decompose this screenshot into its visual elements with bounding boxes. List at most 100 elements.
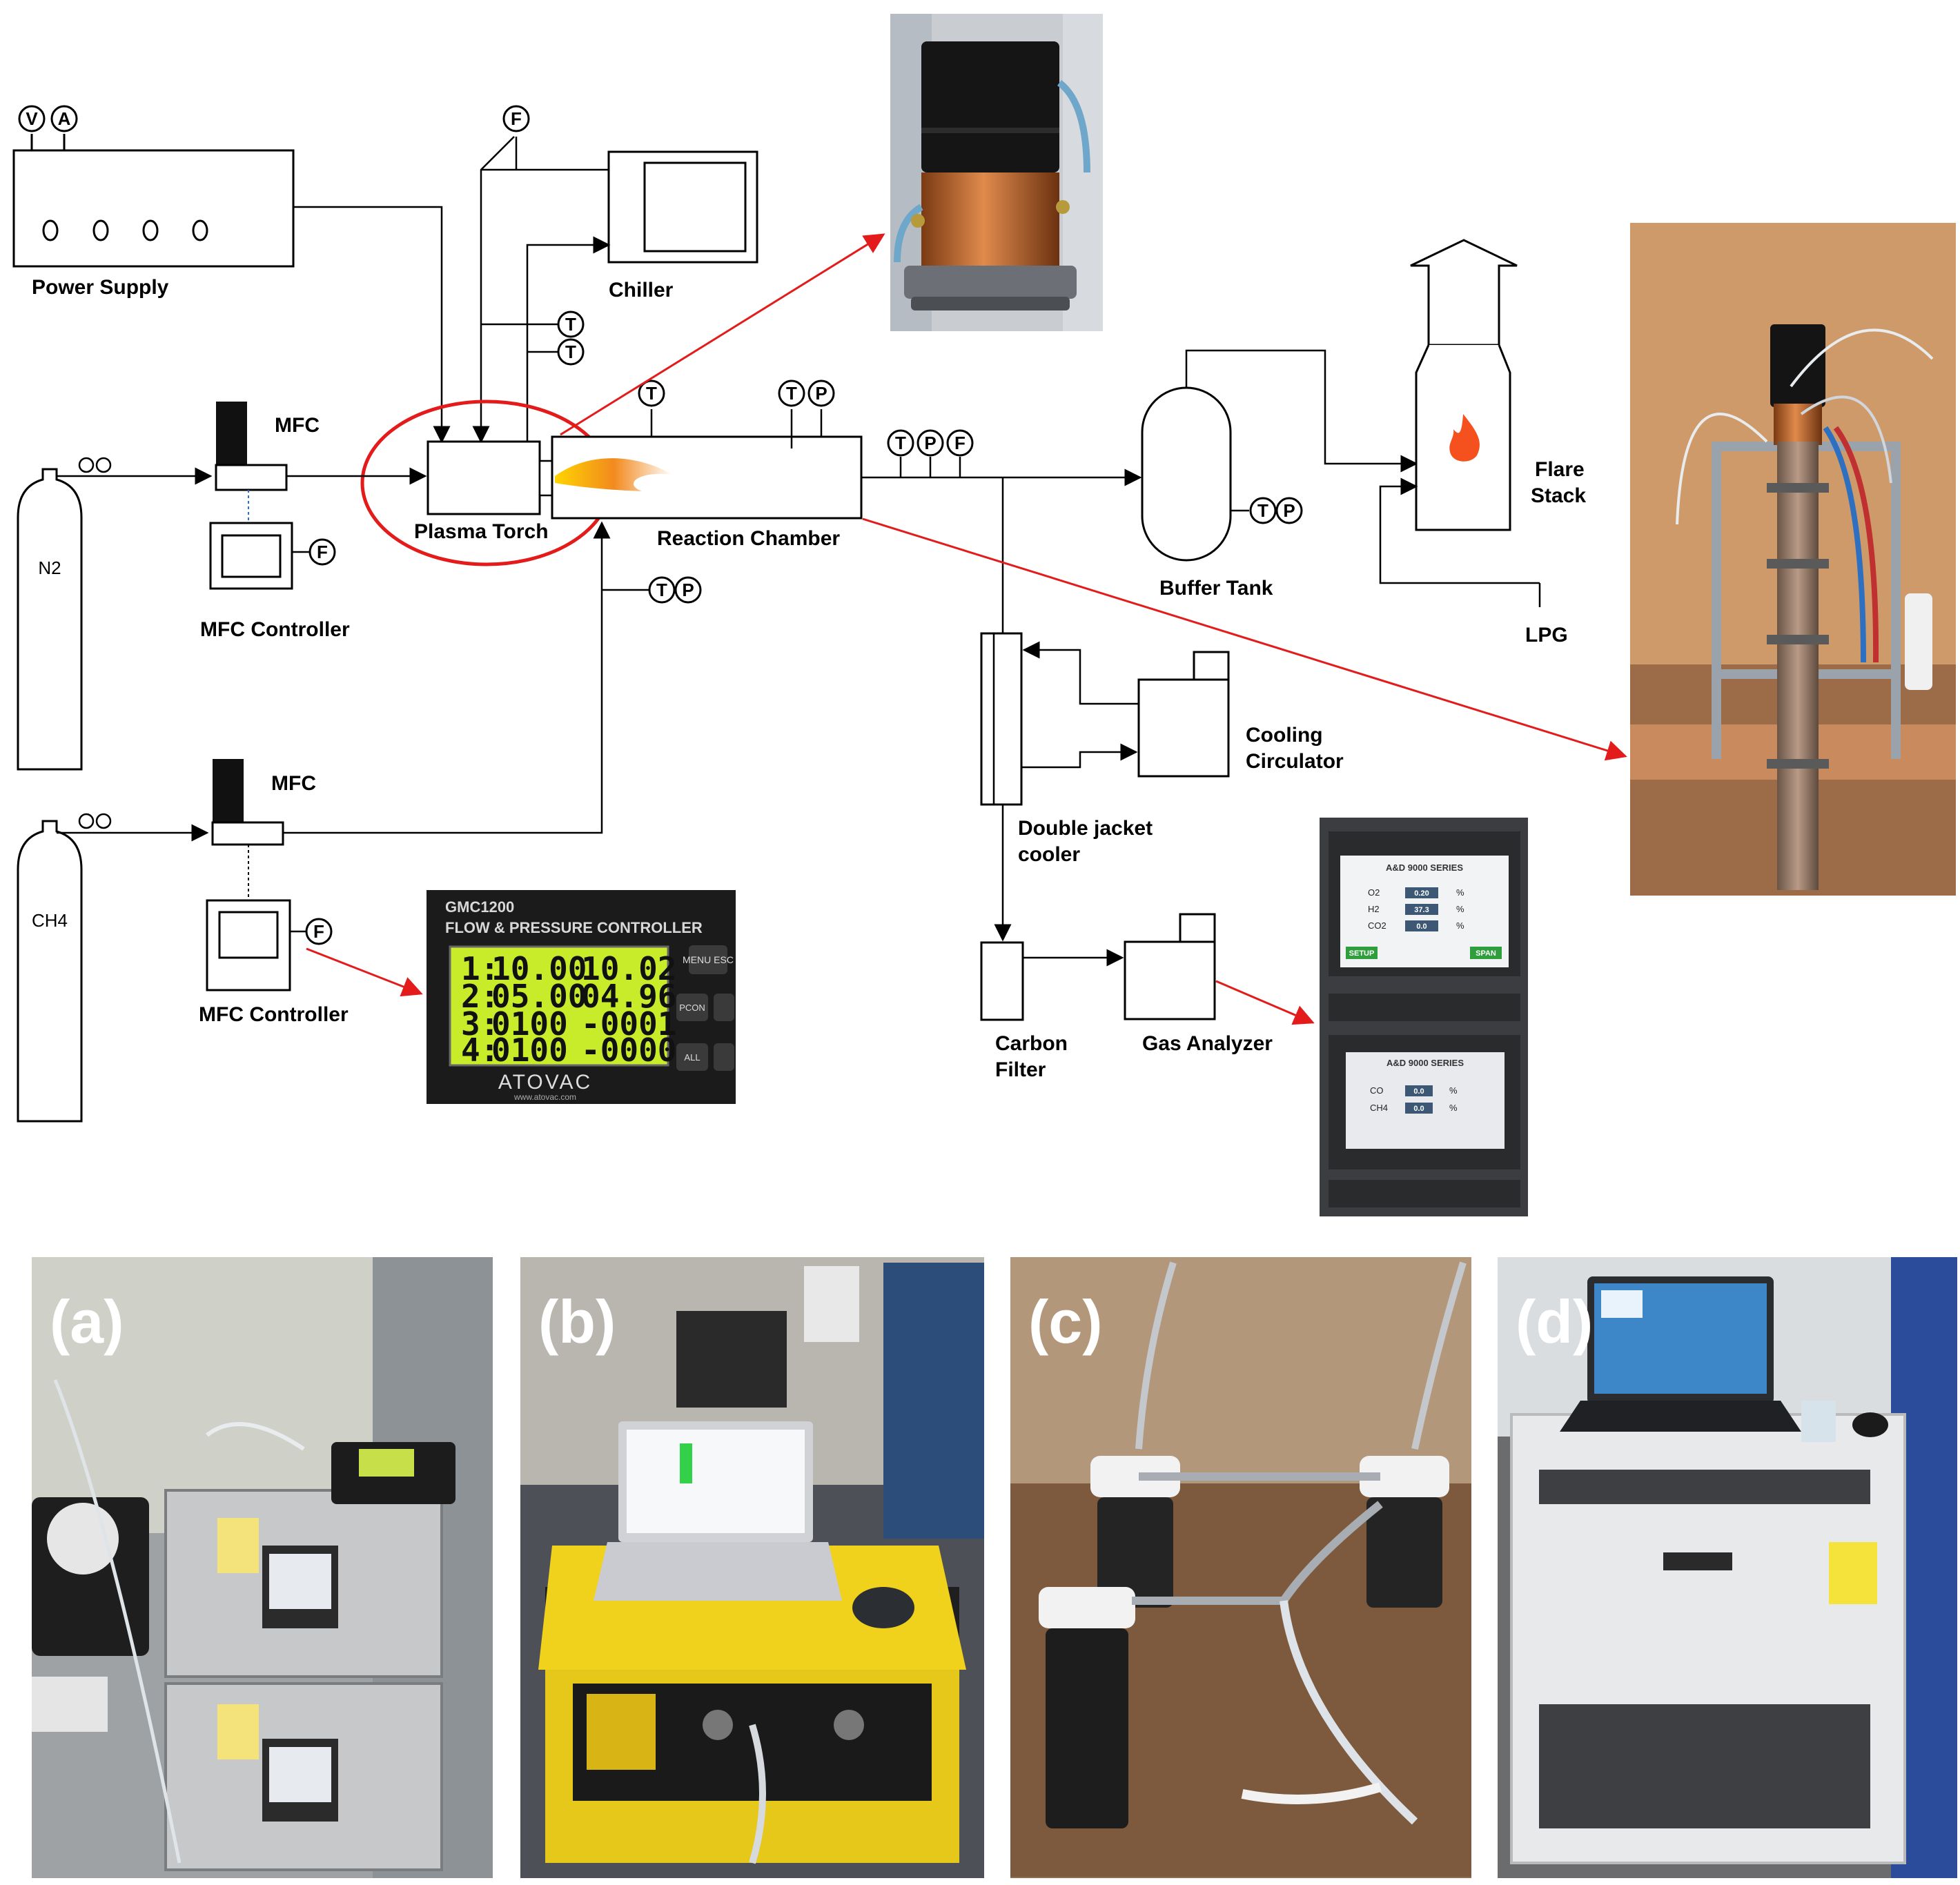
svg-text:%: % <box>1456 887 1464 898</box>
svg-text:CH4: CH4 <box>32 910 68 931</box>
svg-text:P: P <box>1283 500 1295 521</box>
svg-text:ALL: ALL <box>684 1052 700 1063</box>
svg-text:T: T <box>646 383 657 404</box>
plasma-torch: Plasma Torch <box>414 440 553 543</box>
svg-text:%: % <box>1449 1085 1458 1096</box>
svg-text:Stack: Stack <box>1531 484 1586 507</box>
n2-cylinder: N2 <box>17 457 213 771</box>
flame-icon <box>1449 414 1480 462</box>
svg-text:0.20: 0.20 <box>1414 889 1429 898</box>
svg-text:(a): (a) <box>50 1287 124 1356</box>
reaction-chamber-label: Reaction Chamber <box>657 527 840 550</box>
flow-meter-icon: F <box>946 429 974 457</box>
svg-text:MFC Controller: MFC Controller <box>200 618 350 641</box>
carbon-filter: Carbon Filter <box>980 941 1068 1081</box>
svg-text:MENU ESC: MENU ESC <box>683 954 734 965</box>
plasma-torch-label: Plasma Torch <box>414 520 549 543</box>
svg-text:MFC Controller: MFC Controller <box>199 1003 349 1026</box>
svg-text:Buffer Tank: Buffer Tank <box>1159 577 1273 600</box>
flow-meter-icon: F <box>308 538 336 566</box>
svg-text:F: F <box>954 433 966 453</box>
svg-text:CO: CO <box>1370 1085 1384 1096</box>
svg-text:P: P <box>815 383 827 404</box>
photo-a-gas-analyzer: (a) <box>32 1257 493 1878</box>
gas-analyzer: Gas Analyzer <box>1124 913 1273 1055</box>
regulator-gauge-icon <box>95 457 112 473</box>
svg-text:Double jacket: Double jacket <box>1018 817 1153 840</box>
mfc-controller-n2: F MFC Controller <box>200 522 350 641</box>
ammeter-icon: A <box>50 105 78 132</box>
cooling-circulator: Cooling Circulator <box>1137 651 1344 778</box>
flow-meter-icon: F <box>305 918 333 945</box>
svg-text:%: % <box>1449 1103 1458 1113</box>
ch4-cylinder: CH4 <box>17 813 209 1123</box>
svg-text:Flare: Flare <box>1535 458 1585 481</box>
lpg-label: LPG <box>1525 624 1568 647</box>
mfc-n2: MFC <box>215 402 427 523</box>
svg-text:10.00: 10.00 <box>491 950 587 987</box>
temperature-sensor-icon: T <box>557 338 585 366</box>
svg-text:10.02: 10.02 <box>581 950 676 987</box>
svg-text:4:: 4: <box>461 1032 499 1069</box>
temperature-sensor-icon: T <box>557 310 585 338</box>
mfc-ch4: MFC <box>211 759 316 900</box>
svg-text:A&D 9000 SERIES: A&D 9000 SERIES <box>1386 862 1463 873</box>
svg-text:T: T <box>656 580 667 600</box>
svg-text:F: F <box>317 542 328 562</box>
regulator-gauge-icon <box>78 813 95 829</box>
svg-text:(b): (b) <box>538 1287 616 1356</box>
svg-text:3:: 3: <box>461 1005 499 1043</box>
svg-text:O2: O2 <box>1368 887 1380 898</box>
svg-text:H2: H2 <box>1368 904 1380 914</box>
double-jacket-cooler: Double jacket cooler <box>980 632 1153 866</box>
svg-text:A&D 9000 SERIES: A&D 9000 SERIES <box>1386 1058 1464 1068</box>
power-supply-label: Power Supply <box>32 276 169 299</box>
svg-text:Filter: Filter <box>995 1058 1046 1081</box>
svg-text:SPAN: SPAN <box>1476 949 1496 958</box>
mfc-controller-ch4: F MFC Controller <box>199 899 349 1026</box>
svg-text:V: V <box>26 108 38 129</box>
svg-text:MFC: MFC <box>271 772 316 795</box>
svg-text:Cooling: Cooling <box>1246 724 1323 747</box>
svg-text:T: T <box>565 342 576 362</box>
svg-text:F: F <box>313 921 324 942</box>
plasma-torch-photo <box>890 14 1103 331</box>
flow-meter-icon: F <box>502 105 530 132</box>
svg-text:-0001: -0001 <box>581 1005 676 1043</box>
svg-text:%: % <box>1456 904 1464 914</box>
svg-text:T: T <box>895 433 906 453</box>
svg-text:P: P <box>924 433 936 453</box>
voltmeter-icon: V <box>18 105 46 132</box>
svg-text:F: F <box>511 108 522 129</box>
svg-text:T: T <box>1257 500 1268 521</box>
regulator-gauge-icon <box>78 457 95 473</box>
chiller: Chiller <box>607 150 758 302</box>
svg-text:05.00: 05.00 <box>491 978 587 1015</box>
svg-text:Gas Analyzer: Gas Analyzer <box>1142 1032 1273 1055</box>
svg-text:A: A <box>58 108 71 129</box>
svg-text:T: T <box>786 383 797 404</box>
temperature-sensor-icon: T <box>887 429 914 457</box>
buffer-tank: T P Buffer Tank <box>1141 386 1303 600</box>
reactor-assembly-photo <box>1630 223 1956 896</box>
temperature-sensor-icon: T <box>1249 497 1277 524</box>
svg-text:(c): (c) <box>1028 1287 1103 1356</box>
svg-text:1:: 1: <box>461 950 499 987</box>
power-supply: V A Power Supply <box>12 105 295 299</box>
svg-text:ATOVAC: ATOVAC <box>498 1071 592 1094</box>
reaction-chamber: Reaction Chamber <box>551 435 863 550</box>
flare-stack: Flare Stack <box>1410 239 1586 531</box>
svg-text:04.96: 04.96 <box>581 978 676 1015</box>
svg-text:0100: 0100 <box>491 1032 568 1069</box>
svg-text:www.atovac.com: www.atovac.com <box>513 1092 576 1102</box>
svg-text:P: P <box>682 580 694 600</box>
temperature-sensor-icon: T <box>638 379 665 407</box>
svg-text:FLOW & PRESSURE CONTROLLER: FLOW & PRESSURE CONTROLLER <box>445 919 703 936</box>
plasma-flame <box>555 458 673 491</box>
svg-text:GMC1200: GMC1200 <box>445 898 514 916</box>
pressure-sensor-icon: P <box>807 379 835 407</box>
svg-text:CO2: CO2 <box>1368 920 1386 931</box>
pressure-sensor-icon: P <box>917 429 944 457</box>
svg-text:0.0: 0.0 <box>1416 922 1427 931</box>
svg-text:Carbon: Carbon <box>995 1032 1068 1055</box>
